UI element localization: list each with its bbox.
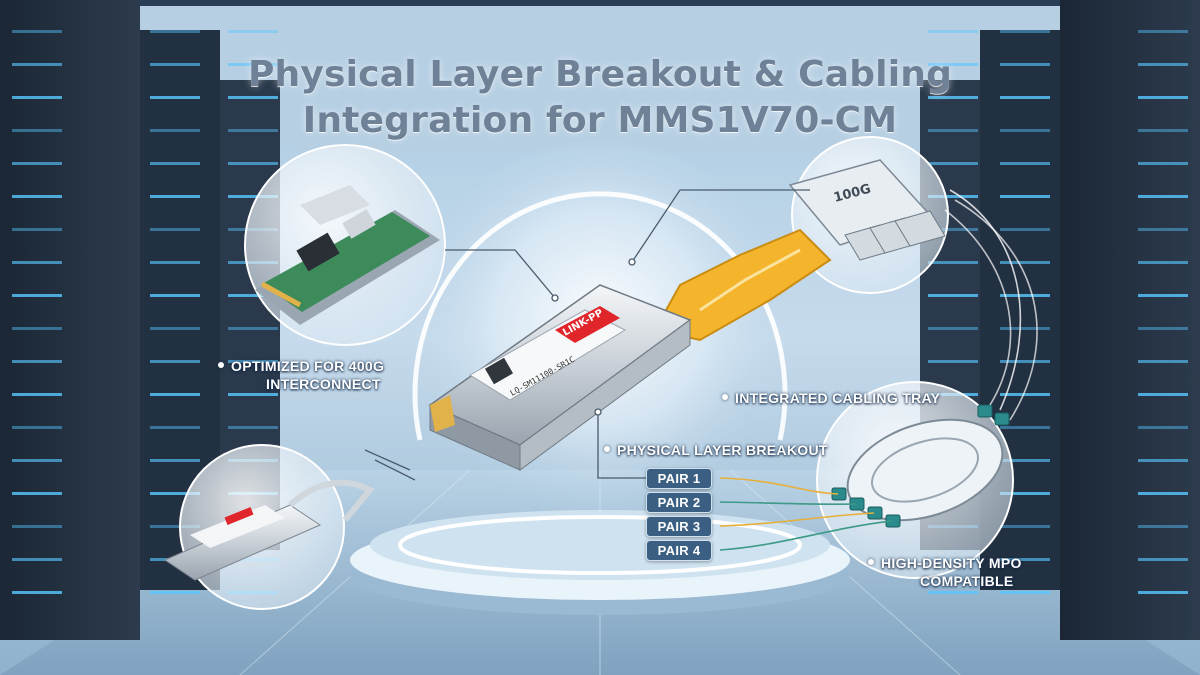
- pair-badge-4: PAIR 4: [646, 540, 712, 561]
- feature-physical-breakout: PHYSICAL LAYER BREAKOUT: [604, 441, 828, 459]
- pair-badge-1: PAIR 1: [646, 468, 712, 489]
- pair-badge-3: PAIR 3: [646, 516, 712, 537]
- feature-cabling-tray: INTEGRATED CABLING TRAY: [722, 389, 940, 407]
- pcb-detail-bubble: [244, 144, 446, 346]
- page-title-line-2: Integration for MMS1V70-CM: [302, 100, 898, 141]
- feature-mpo-compatible: HIGH-DENSITY MPO COMPATIBLE: [868, 554, 1022, 590]
- feature-optimized-line-2: INTERCONNECT: [266, 376, 381, 392]
- fiber-strands: [719, 189, 1038, 551]
- bullet-icon: [218, 362, 224, 369]
- callout-lines: [364, 189, 810, 481]
- feature-mpo-line-2: COMPATIBLE: [920, 573, 1014, 589]
- page-title-line-1: Physical Layer Breakout & Cabling: [247, 54, 953, 95]
- feature-breakout-text: PHYSICAL LAYER BREAKOUT: [617, 442, 828, 458]
- feature-optimized-400g: OPTIMIZED FOR 400G INTERCONNECT: [218, 357, 384, 393]
- cabling-tray-bubble: [816, 381, 1014, 579]
- qsfp-module: [428, 228, 832, 471]
- pedestal: [350, 510, 850, 615]
- feature-tray-text: INTEGRATED CABLING TRAY: [735, 390, 941, 406]
- bullet-icon: [868, 559, 874, 566]
- feature-mpo-line-1: HIGH-DENSITY MPO: [881, 555, 1022, 571]
- connector-detail-bubble: 100G: [788, 136, 949, 294]
- pair-badge-2: PAIR 2: [646, 492, 712, 513]
- bullet-icon: [604, 446, 610, 453]
- feature-optimized-line-1: OPTIMIZED FOR 400G: [231, 358, 385, 374]
- bullet-icon: [722, 394, 728, 401]
- small-module-bubble: [163, 444, 375, 610]
